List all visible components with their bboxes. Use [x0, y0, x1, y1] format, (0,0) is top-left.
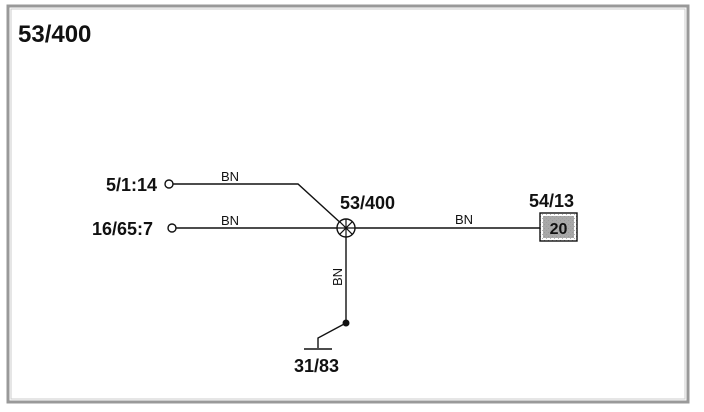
ground-label: 31/83	[294, 356, 339, 376]
wire-label: BN	[221, 169, 239, 184]
terminal-label-5-1-14: 5/1:14	[106, 175, 157, 195]
connector-54-13: 20	[539, 212, 578, 242]
wire-label: BN	[455, 212, 473, 227]
diagram-frame	[6, 4, 690, 404]
ground-link	[317, 322, 347, 348]
wire-5-1-14	[173, 183, 345, 227]
wire-label: BN	[221, 213, 239, 228]
open-terminal-icon	[167, 223, 177, 233]
splice-label: 53/400	[340, 193, 395, 213]
open-terminal-icon	[164, 179, 174, 189]
ground-icon	[304, 319, 350, 350]
page-title: 53/400	[18, 21, 91, 48]
splice-icon	[336, 218, 356, 238]
terminal-label-16-65-7: 16/65:7	[92, 219, 153, 239]
wire-label: BN	[330, 268, 345, 286]
connector-pin-number: 20	[550, 221, 568, 238]
wires	[173, 183, 540, 348]
connector-label: 54/13	[529, 191, 574, 211]
